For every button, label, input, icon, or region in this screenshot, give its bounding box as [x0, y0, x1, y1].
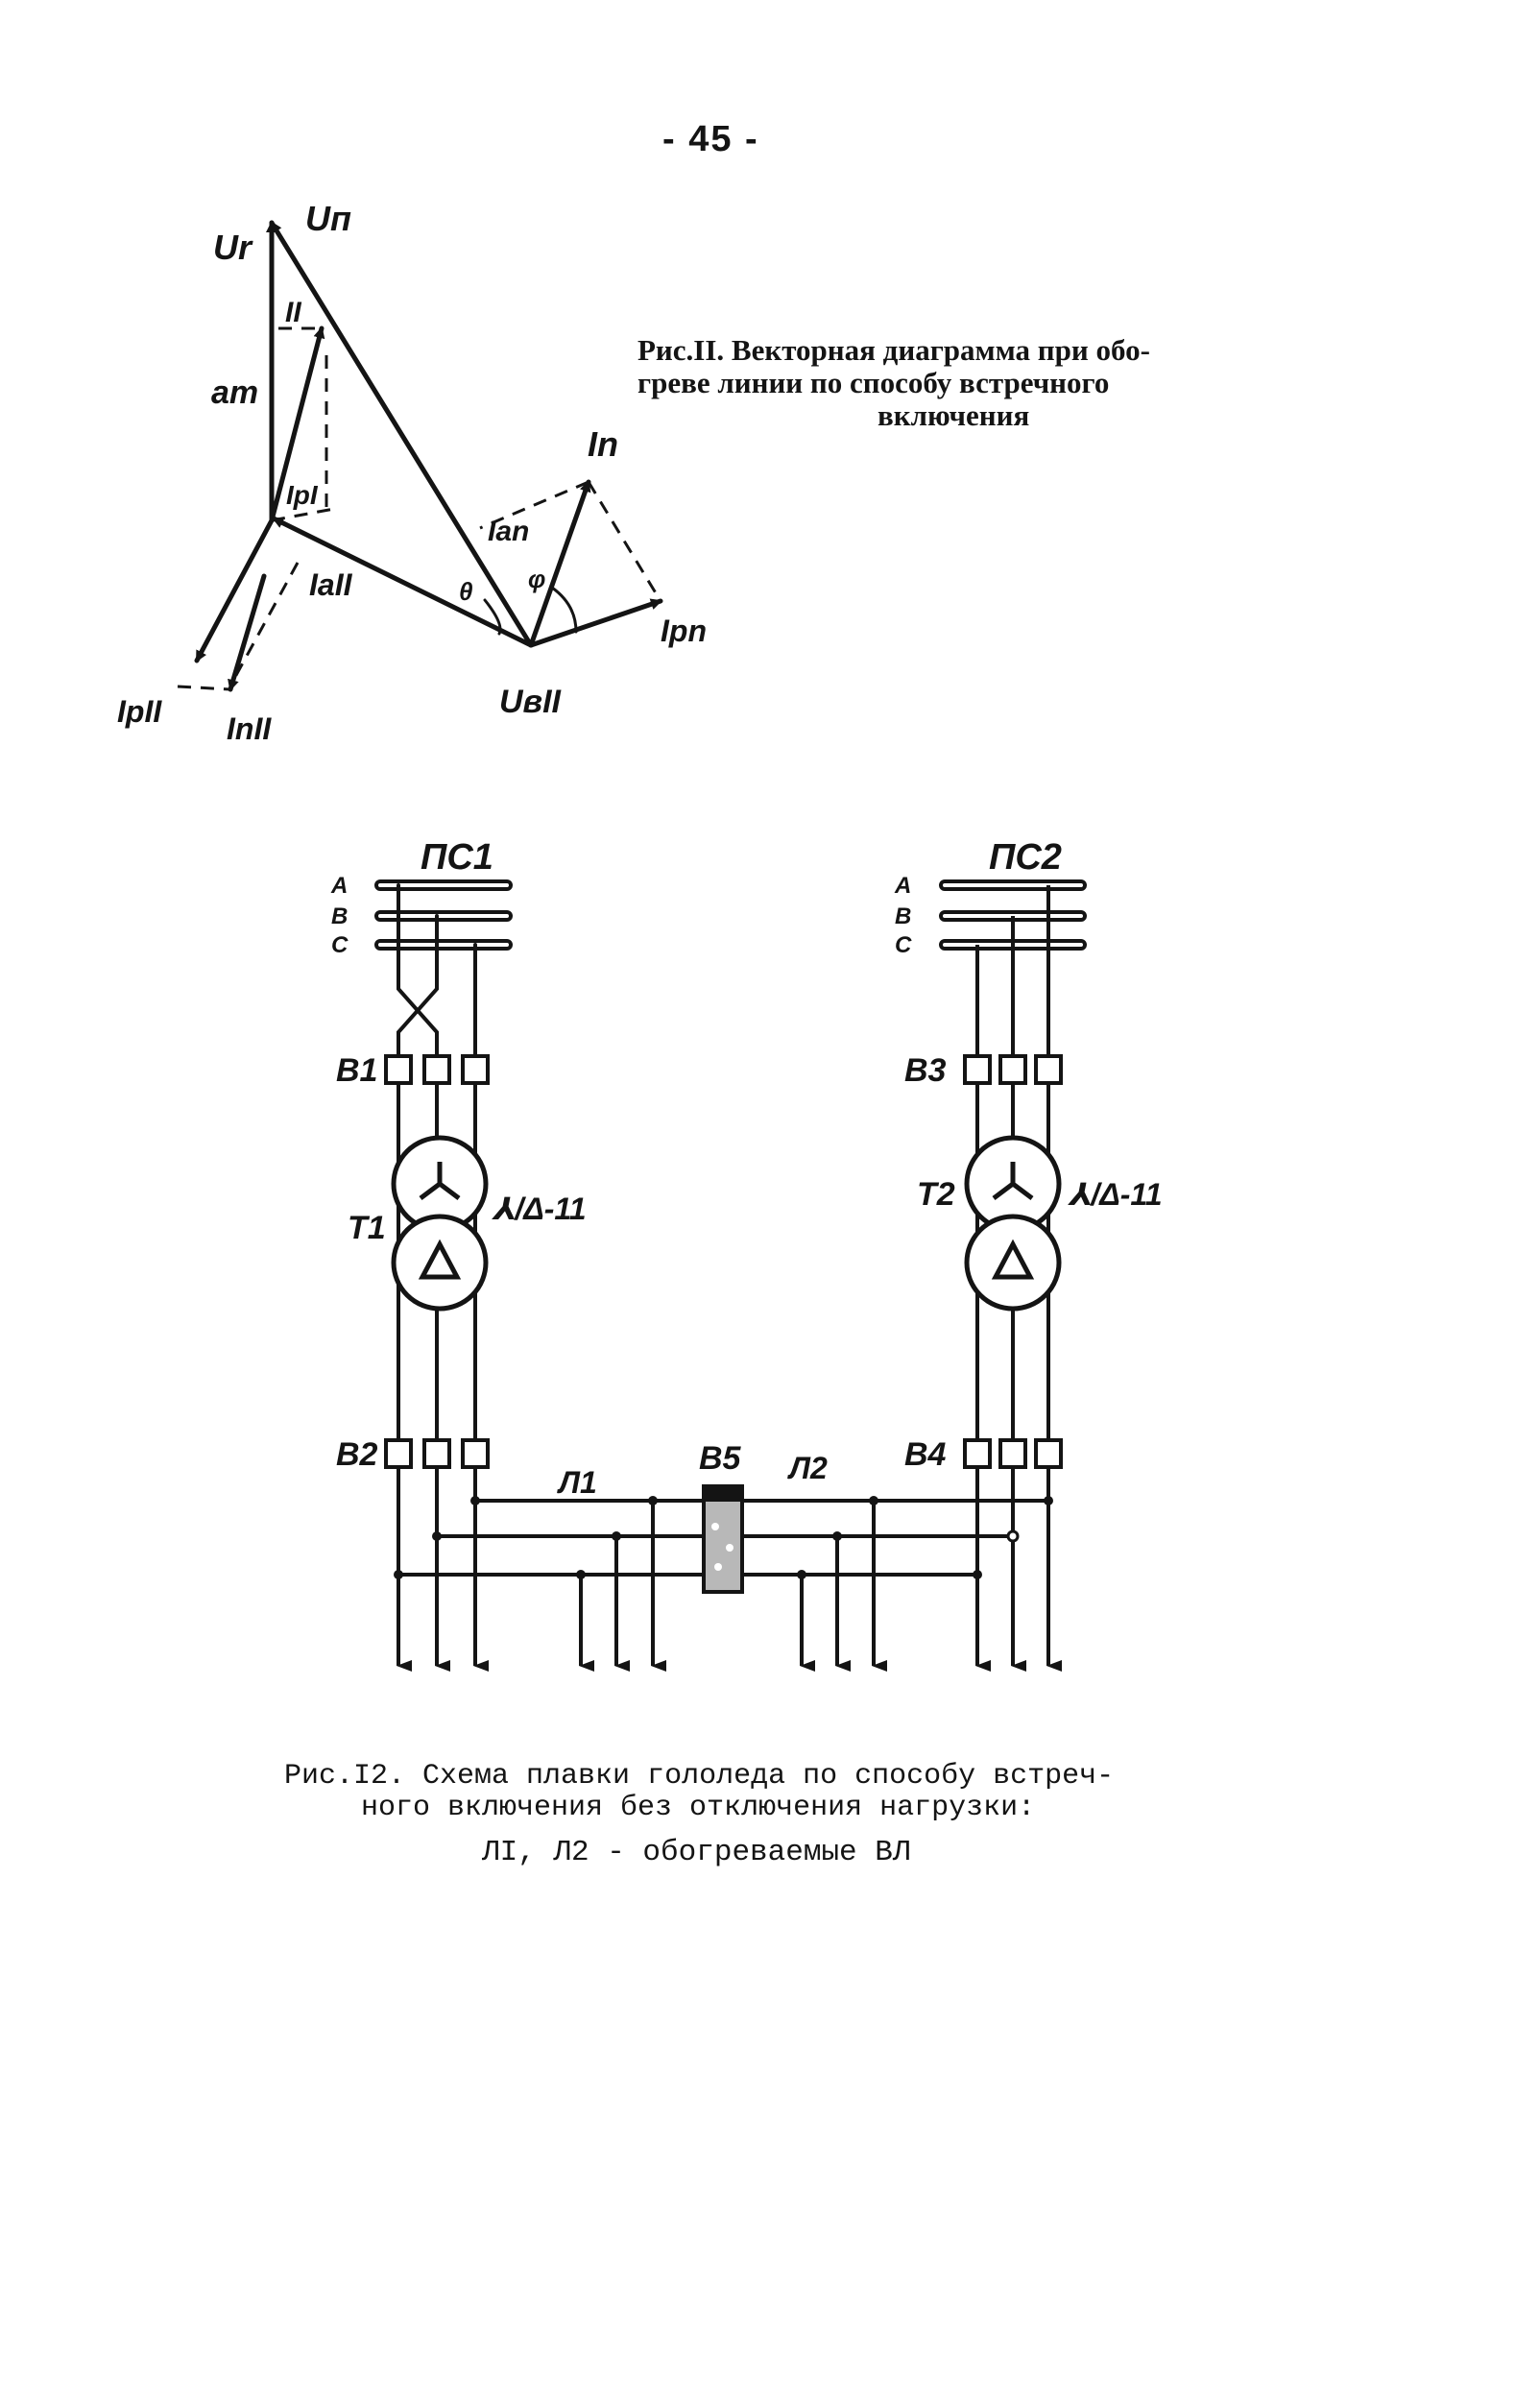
page-number: - 45 -: [662, 119, 759, 159]
dashed-n-ii-a: [177, 685, 231, 691]
label-b1: В1: [336, 1052, 377, 1089]
label-a-t: aт: [211, 374, 258, 411]
transformer-t2: [964, 1135, 1062, 1312]
label-phi: φ: [528, 565, 545, 593]
vector-i-p-ii: [194, 518, 275, 663]
vector-i-a-ii: [271, 516, 534, 648]
label-ps1-c: C: [331, 932, 349, 958]
breaker-b2: [384, 1438, 490, 1469]
label-t1-group: ⅄/Δ-11: [492, 1192, 587, 1226]
label-i-a-ii: IaII: [309, 567, 353, 602]
vector-i-pn: [528, 598, 663, 648]
label-i-n-ii: InII: [227, 711, 272, 746]
vector-i-n: [528, 479, 591, 648]
label-ps1-b: B: [331, 903, 348, 929]
figure-11-caption-line3: включения: [878, 398, 1030, 432]
label-ps2-c: C: [895, 932, 912, 958]
dashed-i-an: [479, 480, 589, 530]
label-b2: В2: [336, 1436, 378, 1473]
transformer-t1: [391, 1135, 489, 1312]
label-ps2-b: B: [895, 903, 911, 929]
label-t2-group: ⅄/Δ-11: [1068, 1177, 1163, 1212]
label-u-v-ii: UвII: [499, 684, 563, 720]
breaker-b3: [963, 1054, 1063, 1085]
figure-11-caption-line1: Рис.II. Векторная диаграмма при обо-: [637, 333, 1150, 367]
label-t1: Т1: [348, 1210, 386, 1246]
arc-theta: [483, 598, 502, 636]
transmission-lines: [394, 1467, 1062, 1672]
label-l2: Л2: [787, 1451, 828, 1485]
label-t2: Т2: [917, 1176, 955, 1213]
figure-12-caption-line2: ного включения без отключения нагрузки:: [361, 1792, 1036, 1824]
figure-12-legend: ЛI, Л2 - обогреваемые ВЛ: [482, 1836, 911, 1869]
label-i-pn: Ipn: [661, 614, 707, 648]
label-ps2: ПС2: [989, 837, 1062, 878]
label-theta: θ: [459, 577, 473, 606]
label-u-r: Ur: [213, 228, 253, 267]
figure-12-caption-line1: Рис.I2. Схема плавки гололеда по способу…: [284, 1760, 1115, 1793]
label-ps1-a: A: [330, 873, 348, 899]
arc-phi: [550, 586, 578, 634]
label-i-an: Ian: [488, 516, 529, 547]
label-i-p-ii: IpII: [117, 694, 162, 729]
breaker-b1: [384, 1054, 490, 1085]
label-l1: Л1: [557, 1465, 597, 1500]
vector-i-i: [269, 325, 325, 523]
breaker-b5: [702, 1484, 744, 1594]
dashed-i-an-2: [587, 481, 662, 602]
label-u-n: Uп: [305, 199, 351, 238]
figure-12-caption: Рис.I2. Схема плавки гололеда по способу…: [284, 1761, 1244, 1824]
label-b4: В4: [904, 1436, 947, 1473]
label-b5: В5: [699, 1440, 742, 1477]
figure-11-caption: Рис.II. Векторная диаграмма при обо- гре…: [637, 334, 1329, 432]
breaker-b4: [963, 1438, 1063, 1469]
label-i-i: II: [285, 297, 301, 328]
label-i-n: In: [588, 424, 618, 464]
dashed-i-p-i: [271, 507, 335, 522]
label-i-p-i: IpI: [286, 480, 319, 510]
label-ps2-a: A: [894, 873, 911, 899]
figure-11-caption-line2: греве линии по способу встречного: [637, 366, 1110, 399]
ps1-conductors-upper: [397, 883, 477, 1058]
vector-u-n: [269, 220, 534, 648]
label-ps1: ПС1: [421, 837, 493, 878]
label-b3: В3: [904, 1052, 947, 1089]
ps1-busbars: [374, 879, 513, 951]
vector-i-n-ii: [228, 573, 267, 692]
